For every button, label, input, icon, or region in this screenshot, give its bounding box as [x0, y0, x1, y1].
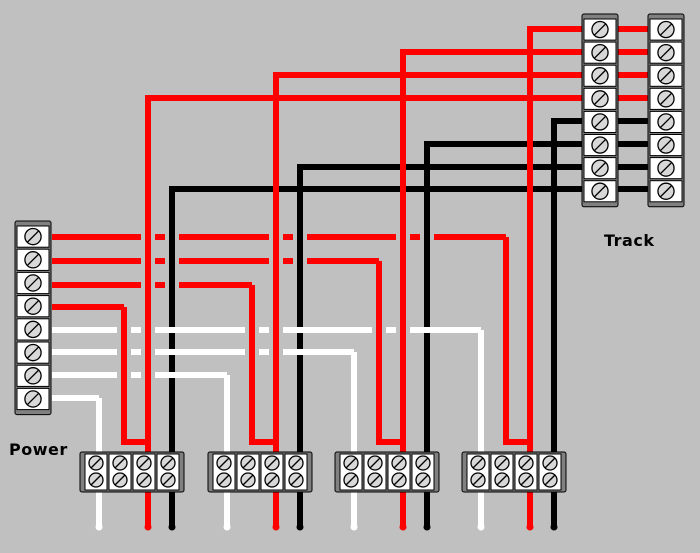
switch-block-1-terminal-2	[108, 453, 132, 491]
power-terminal-block-terminal-2-slot	[26, 253, 40, 266]
track-terminal-block-2-terminal-4	[649, 87, 683, 110]
black-terminal-dot-1	[168, 523, 176, 531]
black-wire-2	[297, 164, 583, 525]
power-terminal-block-terminal-6-slot	[26, 346, 40, 359]
white-terminal-dot-3	[350, 523, 358, 531]
track-terminal-block-2-terminal-5-slot	[659, 115, 673, 129]
track-label: Track	[604, 231, 655, 250]
track-terminal-block-2-terminal-7-slot	[659, 162, 673, 175]
red-terminal-dot-4	[526, 523, 534, 531]
power-terminal-block-terminal-8-slot	[26, 392, 40, 406]
track-terminal-block-1-terminal-3-slot	[593, 69, 607, 82]
track-terminal-block-1-terminal-5	[583, 110, 617, 134]
switch-block-4-terminal-4	[538, 453, 562, 491]
track-terminal-block-1-terminal-1-slot	[593, 23, 607, 36]
track-terminal-block-1-terminal-2	[583, 41, 617, 64]
track-terminal-block-2	[647, 13, 685, 208]
power-terminal-block-terminal-3-slot	[26, 276, 40, 290]
white-terminal-dot-1	[95, 523, 103, 531]
red-feed-4	[503, 237, 530, 445]
track-terminal-block-2-terminal-3	[649, 64, 683, 87]
switch-block-3-terminal-1	[339, 453, 363, 491]
red-feed-1	[121, 307, 148, 445]
black-wire-1	[169, 186, 583, 525]
red-track-wire-1	[145, 95, 583, 525]
switch-block-1	[79, 451, 185, 493]
black-wire-4	[551, 118, 583, 525]
switch-block-2-terminal-3	[260, 453, 284, 491]
track-terminal-block-1-terminal-1	[583, 18, 617, 41]
track-terminal-block-1-terminal-8-slot	[593, 185, 607, 198]
red-track-wire-2	[273, 72, 583, 525]
power-terminal-block-terminal-5-slot	[26, 323, 40, 336]
switch-block-2-terminal-4	[284, 453, 308, 491]
power-label: Power	[9, 440, 68, 459]
white-terminal-dot-2	[223, 523, 231, 531]
power-terminal-block-terminal-6	[16, 341, 50, 364]
switch-block-4-terminal-1	[466, 453, 490, 491]
power-terminal-block-terminal-5	[16, 318, 50, 341]
power-terminal-block-terminal-4	[16, 295, 50, 318]
switch-block-2-terminal-2	[236, 453, 260, 491]
track-terminal-block-1-terminal-4-slot	[593, 92, 607, 105]
red-feed-3	[376, 261, 403, 445]
track-terminal-block-1-terminal-8	[583, 180, 617, 203]
track-terminal-block-1-terminal-4	[583, 87, 617, 110]
track-terminal-block-1	[581, 13, 619, 208]
track-terminal-block-1-terminal-2-slot	[593, 46, 607, 59]
red-terminal-dot-2	[272, 523, 280, 531]
track-terminal-block-2-terminal-4-slot	[659, 92, 673, 105]
track-terminal-block-2-terminal-6-slot	[659, 138, 673, 152]
track-terminal-block-2-terminal-6	[649, 134, 683, 157]
power-terminal-block-terminal-4-slot	[26, 300, 40, 313]
switch-block-3-terminal-3	[387, 453, 411, 491]
switch-block-3-terminal-4	[411, 453, 435, 491]
track-terminal-block-2-terminal-8-slot	[659, 185, 673, 198]
switch-block-2	[207, 451, 313, 493]
track-terminal-block-1-terminal-6-slot	[593, 138, 607, 152]
track-terminal-block-2-terminal-8	[649, 180, 683, 203]
switch-block-1-terminal-4	[156, 453, 180, 491]
power-terminal-block-terminal-1-slot	[26, 230, 40, 243]
power-terminal-block-terminal-7-slot	[26, 369, 40, 382]
track-terminal-block-1-terminal-7	[583, 157, 617, 180]
power-terminal-block-terminal-1	[16, 225, 50, 248]
switch-block-1-terminal-3	[132, 453, 156, 491]
track-terminal-block-2-terminal-7	[649, 157, 683, 180]
power-terminal-block	[14, 220, 52, 416]
red-track-wire-3	[400, 49, 583, 525]
track-terminal-block-2-terminal-1-slot	[659, 23, 673, 36]
track-terminal-block-2-terminal-1	[649, 18, 683, 41]
track-terminal-block-2-terminal-2-slot	[659, 46, 673, 59]
black-terminal-dot-4	[550, 523, 558, 531]
track-terminal-block-2-terminal-2	[649, 41, 683, 64]
switch-block-4-terminal-2	[490, 453, 514, 491]
red-track-wire-4	[527, 26, 583, 525]
power-terminal-block-terminal-8	[16, 387, 50, 411]
switch-block-1-terminal-1	[84, 453, 108, 491]
track-terminal-block-1-terminal-6	[583, 134, 617, 157]
switch-block-3	[334, 451, 440, 493]
track-terminal-block-1-terminal-3	[583, 64, 617, 87]
red-terminal-dot-1	[144, 523, 152, 531]
red-feed-2	[249, 285, 276, 445]
switch-block-2-terminal-1	[212, 453, 236, 491]
track-terminal-block-2-terminal-5	[649, 110, 683, 134]
power-terminal-block-terminal-7	[16, 364, 50, 387]
power-terminal-block-terminal-2	[16, 248, 50, 271]
track-terminal-block-1-terminal-5-slot	[593, 115, 607, 129]
track-terminal-block-1-terminal-7-slot	[593, 162, 607, 175]
black-terminal-dot-3	[423, 523, 431, 531]
power-terminal-block-terminal-3	[16, 271, 50, 295]
white-terminal-dot-4	[477, 523, 485, 531]
red-terminal-dot-3	[399, 523, 407, 531]
track-terminal-block-2-terminal-3-slot	[659, 69, 673, 82]
black-terminal-dot-2	[296, 523, 304, 531]
switch-block-4	[461, 451, 567, 493]
switch-block-3-terminal-2	[363, 453, 387, 491]
switch-block-4-terminal-3	[514, 453, 538, 491]
